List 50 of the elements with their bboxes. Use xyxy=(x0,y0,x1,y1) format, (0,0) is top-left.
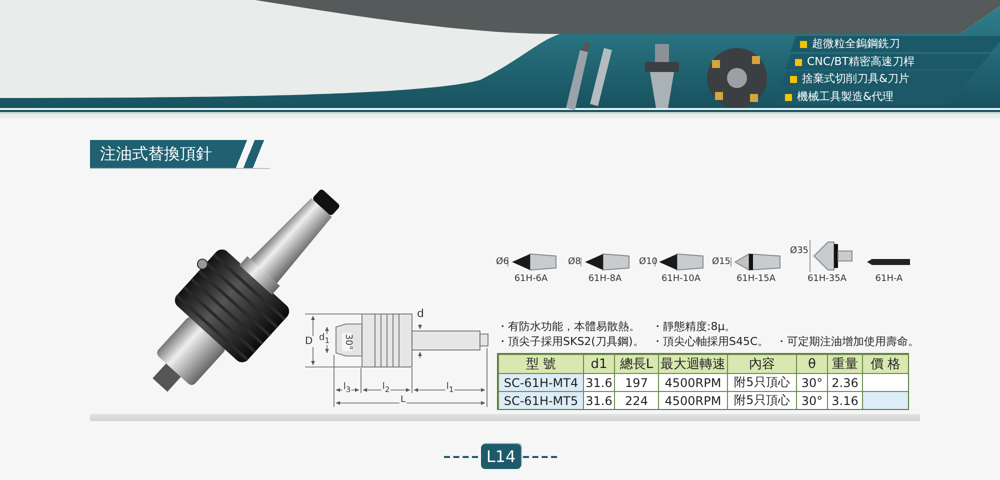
diameter-label: Ø35 xyxy=(790,247,809,257)
diameter-label: Ø8 xyxy=(568,258,581,268)
dimension-label: 30° xyxy=(342,333,352,351)
dimension-label: L xyxy=(400,396,406,406)
feature-note: ・可定期注油增加使用壽命。 xyxy=(776,336,919,348)
table-cell: 31.6 xyxy=(583,391,615,410)
table-header-cell: θ xyxy=(796,354,828,374)
table-header-cell: 內容 xyxy=(727,354,797,374)
table-cell: 附5只頂心 xyxy=(727,373,797,392)
dimension-label: l$_{1}$ xyxy=(445,383,455,394)
table-header-cell: 最大迴轉速 xyxy=(658,354,728,374)
part-number-label: 61H-35A xyxy=(807,275,847,285)
feature-note: ・有防水功能，本體易散熱。 xyxy=(497,321,640,334)
part-number-label: 61H-8A xyxy=(588,275,622,285)
part-number-label: 61H-10A xyxy=(661,275,701,285)
table-cell: 2.36 xyxy=(827,373,863,392)
table-header-cell: 重量 xyxy=(827,354,863,374)
table-cell: 3.16 xyxy=(827,391,863,410)
table-cell: 4500RPM xyxy=(658,373,728,392)
table-cell: 197 xyxy=(614,373,659,392)
table-cell: SC-61H-MT5 xyxy=(498,391,584,410)
table-cell: 31.6 xyxy=(583,373,615,392)
dimension-label: l$_{3}$ xyxy=(342,383,352,394)
table-cell: SC-61H-MT4 xyxy=(498,373,584,392)
dimension-label: d$_{1}$ xyxy=(318,334,330,346)
page-number-badge: L14 xyxy=(481,444,521,469)
part-number-label: 61H-A xyxy=(875,275,903,285)
table-header-cell: 價 格 xyxy=(862,354,909,374)
category-label: CNC/BT精密高速刀桿 xyxy=(785,54,991,70)
table-cell: 224 xyxy=(614,391,659,410)
diameter-label: Ø6 xyxy=(496,258,509,268)
table-header-cell: 總長L xyxy=(614,354,659,374)
table-header-cell: d1 xyxy=(583,354,615,374)
feature-note: ・靜態精度:8μ。 xyxy=(652,321,736,334)
table-cell: 4500RPM xyxy=(658,391,728,410)
dimension-label: D xyxy=(304,336,314,347)
feature-note: ・頂尖心軸採用S45C。 xyxy=(652,336,769,348)
dimension-label: d xyxy=(416,308,425,320)
part-number-label: 61H-15A xyxy=(736,275,776,285)
table-cell: 30° xyxy=(796,391,828,410)
table-cell: 30° xyxy=(796,373,828,392)
feature-note: ・頂尖子採用SKS2(刀具鋼)。 xyxy=(497,336,644,348)
diameter-label: Ø15 xyxy=(712,258,731,268)
dimension-label: l$_{2}$ xyxy=(381,383,391,394)
table-cell: 附5只頂心 xyxy=(727,391,797,410)
table-header-cell: 型 號 xyxy=(498,354,584,374)
category-label: 超微粒全鎢鋼銑刀 xyxy=(790,36,1000,52)
part-number-label: 61H-6A xyxy=(514,275,548,285)
diameter-label: Ø10 xyxy=(639,258,658,268)
category-label: 捨棄式切削刀具&刀片 xyxy=(780,71,977,87)
